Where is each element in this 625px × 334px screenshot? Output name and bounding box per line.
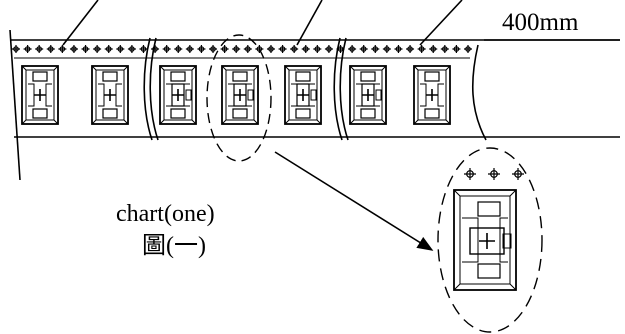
sprocket-hole xyxy=(58,45,67,53)
sprocket-hole xyxy=(185,45,194,53)
sprocket-hole xyxy=(266,45,275,53)
detail-sprocket-hole xyxy=(464,168,476,180)
sprocket-hole xyxy=(324,45,333,53)
sprocket-hole xyxy=(197,45,206,53)
enlarged-detail xyxy=(437,147,543,333)
tape-empty-leader-end xyxy=(471,44,487,141)
sprocket-hole xyxy=(382,45,391,53)
component-pocket xyxy=(21,65,59,125)
sprocket-hole xyxy=(440,45,449,53)
sprocket-hole xyxy=(93,45,102,53)
detail-pocket xyxy=(453,189,517,291)
sprocket-hole xyxy=(290,45,299,53)
sprocket-hole xyxy=(313,45,322,53)
sprocket-hole xyxy=(278,45,287,53)
sprocket-hole xyxy=(464,45,472,53)
detail-ellipse xyxy=(437,147,543,333)
detail-arrow xyxy=(274,151,434,251)
sprocket-hole xyxy=(348,45,357,53)
leader-lines xyxy=(62,0,463,46)
sprocket-hole xyxy=(371,45,380,53)
sprocket-hole xyxy=(12,45,20,53)
sprocket-hole xyxy=(232,45,241,53)
component-pocket xyxy=(159,65,197,125)
sprocket-hole xyxy=(139,45,148,53)
sprocket-hole xyxy=(394,45,403,53)
sprocket-hole xyxy=(162,45,171,53)
break-marks xyxy=(143,37,349,141)
dimension-label: 400mm xyxy=(502,9,579,36)
leader-line-3 xyxy=(419,0,463,46)
sprocket-hole xyxy=(220,45,229,53)
sprocket-hole xyxy=(46,45,55,53)
sprocket-hole xyxy=(81,45,90,53)
sprocket-hole xyxy=(301,45,310,53)
break-mark-2b xyxy=(339,37,349,141)
sprocket-hole xyxy=(429,45,438,53)
component-pocket xyxy=(413,65,451,125)
caption-line-1: chart(one) xyxy=(116,201,215,227)
sprocket-hole xyxy=(151,45,160,53)
sprocket-hole xyxy=(116,45,125,53)
break-mark-1b xyxy=(149,37,159,141)
sprocket-hole xyxy=(452,45,461,53)
component-pockets xyxy=(21,65,451,125)
sprocket-hole xyxy=(104,45,113,53)
sprocket-hole xyxy=(417,45,426,53)
sprocket-hole xyxy=(69,45,78,53)
sprocket-hole xyxy=(243,45,252,53)
leader-line-2 xyxy=(296,0,323,46)
highlight-ellipse xyxy=(206,34,272,162)
component-pocket xyxy=(91,65,129,125)
component-pocket xyxy=(349,65,387,125)
detail-sprocket-hole xyxy=(512,168,524,180)
sprocket-hole xyxy=(406,45,415,53)
sprocket-hole xyxy=(209,45,218,53)
sprocket-hole xyxy=(359,45,368,53)
carrier-tape xyxy=(9,29,620,181)
break-mark-2 xyxy=(333,37,343,141)
sprocket-hole xyxy=(174,45,183,53)
detail-sprocket-hole xyxy=(488,168,500,180)
break-mark-1 xyxy=(143,37,153,141)
sprocket-holes xyxy=(12,45,472,53)
caption-line-2: 圖(一) xyxy=(142,233,206,259)
detail-sprocket-holes xyxy=(464,168,524,180)
sprocket-hole xyxy=(255,45,264,53)
sprocket-hole xyxy=(35,45,44,53)
leader-line-1 xyxy=(62,0,99,46)
sprocket-hole xyxy=(23,45,32,53)
tape-left-end xyxy=(9,29,21,181)
sprocket-hole xyxy=(127,45,136,53)
component-pocket xyxy=(221,65,259,125)
component-pocket xyxy=(284,65,322,125)
